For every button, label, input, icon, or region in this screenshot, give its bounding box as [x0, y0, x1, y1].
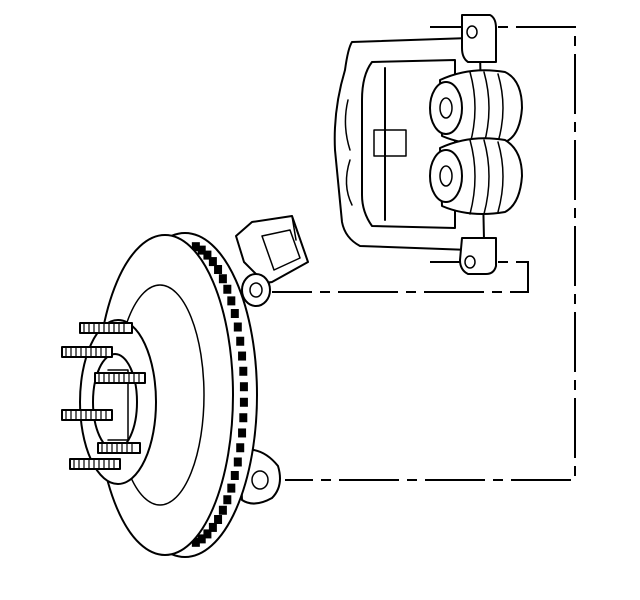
- wheel-studs: [61, 322, 146, 470]
- wheel-stud: [61, 409, 113, 421]
- wheel-stud: [61, 346, 113, 358]
- steering-knuckle: [235, 215, 309, 505]
- hub-center-bore: [92, 353, 138, 451]
- upper-mount-leader: [285, 26, 576, 481]
- rotor-vent: [191, 537, 200, 547]
- wheel-stud: [94, 372, 146, 384]
- brake-caliper: [333, 14, 523, 275]
- rotor-vent: [197, 534, 206, 544]
- rotor-vent: [227, 483, 236, 493]
- wheel-stud: [97, 442, 141, 454]
- caliper-piston-lower: [429, 137, 523, 215]
- rotor-vent: [214, 264, 223, 274]
- rotor-vent: [208, 522, 217, 532]
- rotor-vent: [218, 274, 227, 284]
- caliper-upper-ear: [461, 14, 497, 63]
- rotor-vent: [239, 413, 248, 423]
- rotor-vent: [236, 336, 245, 346]
- rotor-vent: [191, 242, 200, 252]
- rotor-vent: [208, 257, 217, 267]
- rotor-vent: [223, 495, 232, 505]
- rotor-vent: [239, 397, 248, 407]
- rotor-vent: [203, 250, 212, 260]
- rotor-vent: [218, 505, 227, 515]
- wheel-stud: [79, 322, 133, 334]
- rotor-vent: [227, 296, 236, 306]
- rotor-vents: [191, 242, 248, 547]
- rotor-vent: [214, 515, 223, 525]
- rotor-vent: [230, 309, 239, 319]
- rotor-vent: [238, 428, 247, 438]
- caliper-lower-ear: [459, 237, 497, 275]
- rotor-vent: [238, 351, 247, 361]
- knuckle-upper-bore: [241, 273, 271, 307]
- rotor-vent: [233, 457, 242, 467]
- rotor-vent: [239, 382, 248, 392]
- rotor-vent: [236, 443, 245, 453]
- rotor-vent: [239, 366, 248, 376]
- caliper-piston-upper: [429, 69, 523, 145]
- rotor-vent: [230, 470, 239, 480]
- wheel-stud: [69, 458, 121, 470]
- rotor-vent: [223, 284, 232, 294]
- rotor-vent: [203, 529, 212, 539]
- rotor-vent: [233, 322, 242, 332]
- rotor-vent: [197, 245, 206, 255]
